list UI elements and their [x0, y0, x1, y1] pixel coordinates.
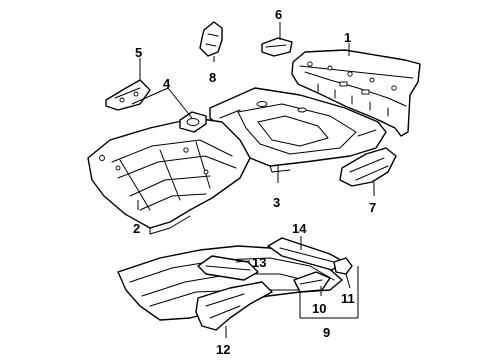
callout-7: 7	[369, 200, 376, 215]
crossmember-extension[interactable]	[339, 147, 397, 187]
floor-plug[interactable]	[179, 111, 207, 133]
callout-11: 11	[341, 291, 355, 306]
rear-body-panel[interactable]	[291, 49, 421, 137]
callout-5: 5	[135, 45, 142, 60]
floor-bracket[interactable]	[105, 79, 151, 111]
callout-14: 14	[292, 221, 307, 236]
upper-bracket[interactable]	[261, 37, 293, 57]
callout-12: 12	[216, 342, 230, 357]
callout-2: 2	[133, 221, 140, 236]
leader-lines	[131, 22, 375, 338]
side-frame-rail[interactable]	[195, 281, 273, 331]
callout-8: 8	[209, 70, 216, 85]
callout-6: 6	[275, 7, 282, 22]
front-floor-pan[interactable]	[87, 117, 251, 235]
callout-1: 1	[344, 30, 351, 45]
callout-4: 4	[163, 76, 171, 91]
callout-9: 9	[323, 325, 330, 340]
small-clip[interactable]	[333, 257, 353, 275]
callout-13: 13	[252, 255, 266, 270]
vertical-bracket[interactable]	[199, 21, 223, 57]
callout-3: 3	[273, 195, 280, 210]
callout-10: 10	[312, 301, 326, 316]
rear-floor-pan[interactable]	[209, 87, 387, 173]
